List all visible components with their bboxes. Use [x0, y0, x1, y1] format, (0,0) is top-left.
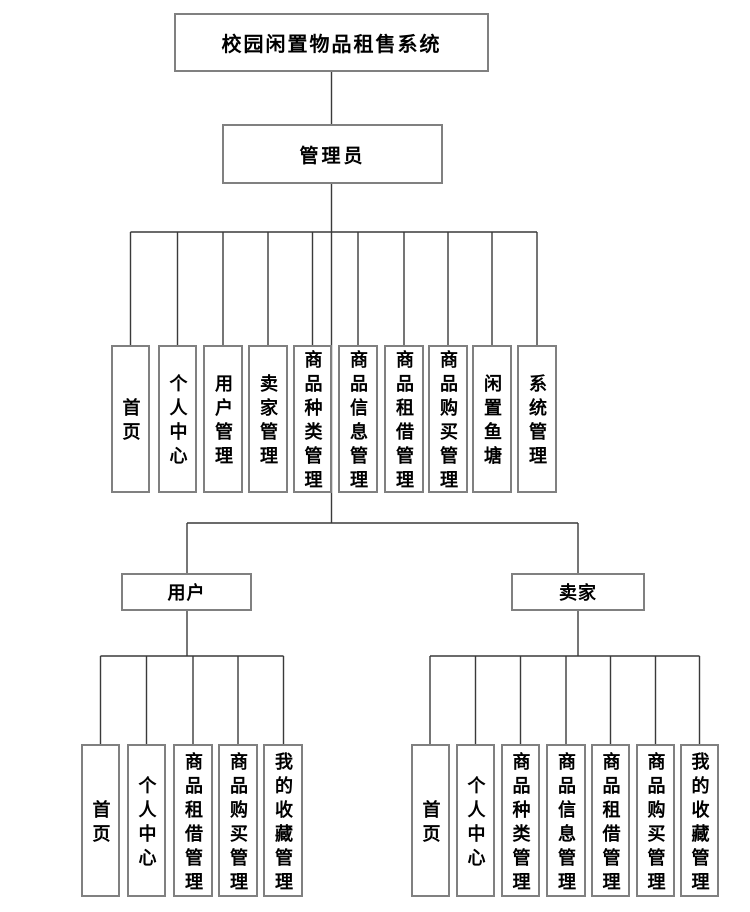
- user-child-box-home: 首页: [81, 744, 120, 897]
- admin-child-label: 系统管理: [527, 374, 547, 470]
- seller-child-box-home: 首页: [411, 744, 450, 897]
- root-label: 校园闲置物品租售系统: [221, 34, 442, 56]
- admin-child-label: 商品信息管理: [348, 350, 368, 494]
- admin-child-box-system-mgmt: 系统管理: [517, 345, 557, 493]
- admin-child-label: 首页: [120, 398, 141, 446]
- user-child-label: 商品租借管理: [183, 751, 203, 896]
- seller-child-label: 我的收藏管理: [689, 751, 710, 896]
- admin-child-box-category-mgmt: 商品种类管理: [293, 345, 332, 494]
- seller-child-label: 个人中心: [465, 775, 486, 872]
- admin-child-label: 卖家管理: [258, 374, 278, 470]
- user-label: 用户: [167, 583, 206, 603]
- user-child-label: 个人中心: [136, 775, 157, 872]
- seller-child-label: 商品信息管理: [556, 751, 576, 896]
- user-child-label: 首页: [90, 799, 111, 848]
- admin-child-label: 个人中心: [167, 374, 188, 470]
- user-box: 用户: [121, 573, 252, 611]
- admin-child-box-info-mgmt: 商品信息管理: [338, 345, 378, 494]
- seller-child-label: 商品购买管理: [645, 751, 666, 896]
- admin-child-box-user-mgmt: 用户管理: [203, 345, 243, 493]
- admin-box: 管理员: [222, 124, 443, 184]
- admin-child-label: 商品种类管理: [302, 350, 323, 494]
- admin-child-label: 商品购买管理: [438, 350, 458, 494]
- seller-child-label: 商品种类管理: [510, 751, 531, 896]
- user-child-label: 商品购买管理: [228, 751, 248, 896]
- seller-child-box-my-favorites: 我的收藏管理: [680, 744, 719, 897]
- seller-child-box-personal-center: 个人中心: [456, 744, 495, 897]
- user-child-box-purchase-mgmt: 商品购买管理: [218, 744, 258, 897]
- seller-child-box-info-mgmt: 商品信息管理: [546, 744, 586, 897]
- user-child-label: 我的收藏管理: [273, 751, 293, 896]
- user-child-box-my-favorites: 我的收藏管理: [263, 744, 303, 897]
- admin-child-box-personal-center: 个人中心: [158, 345, 197, 493]
- admin-child-box-idle-fishpond: 闲置鱼塘: [472, 345, 512, 493]
- admin-child-box-purchase-mgmt: 商品购买管理: [428, 345, 468, 494]
- admin-child-label: 商品租借管理: [394, 350, 414, 494]
- seller-child-box-purchase-mgmt: 商品购买管理: [636, 744, 675, 897]
- seller-label: 卖家: [559, 583, 597, 603]
- admin-child-label: 用户管理: [213, 374, 233, 470]
- seller-child-box-category-mgmt: 商品种类管理: [501, 744, 540, 897]
- admin-label: 管理员: [299, 145, 366, 167]
- admin-child-box-home: 首页: [111, 345, 150, 493]
- user-child-box-personal-center: 个人中心: [127, 744, 166, 897]
- root-box: 校园闲置物品租售系统: [174, 13, 489, 72]
- seller-child-label: 首页: [420, 799, 441, 848]
- admin-child-box-seller-mgmt: 卖家管理: [248, 345, 288, 493]
- seller-child-box-rental-mgmt: 商品租借管理: [591, 744, 630, 897]
- seller-box: 卖家: [511, 573, 645, 611]
- seller-child-label: 商品租借管理: [600, 751, 621, 896]
- admin-child-box-rental-mgmt: 商品租借管理: [384, 345, 424, 494]
- user-child-box-rental-mgmt: 商品租借管理: [173, 744, 213, 897]
- admin-child-label: 闲置鱼塘: [482, 374, 502, 470]
